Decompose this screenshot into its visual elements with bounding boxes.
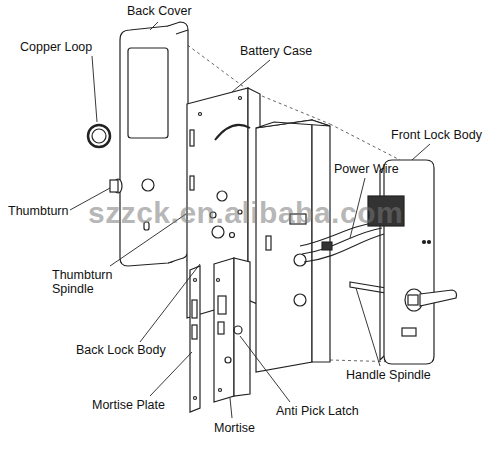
mortise: [214, 258, 250, 402]
copper-loop: [88, 125, 110, 147]
part-label: Handle Spindle: [346, 368, 431, 382]
part-label: Power Wire: [334, 162, 399, 176]
watermark: szzck.en.alibaba.com: [88, 196, 403, 231]
part-label: Mortise Plate: [92, 398, 165, 412]
back-cover: [120, 22, 188, 266]
part-label: Thumbturn: [8, 204, 68, 218]
part-label: Back Lock Body: [76, 343, 166, 357]
mortise-plate: [190, 266, 200, 412]
part-label: Thumbturn Spindle: [52, 268, 120, 297]
lock-body-block: [256, 120, 330, 372]
front-lock-body: [368, 160, 457, 364]
part-label: Copper Loop: [20, 40, 92, 54]
part-label: Anti Pick Latch: [276, 404, 359, 418]
part-label: Front Lock Body: [391, 128, 482, 142]
leader-lines: [70, 22, 430, 418]
part-label: Back Cover: [127, 4, 192, 18]
part-label: Battery Case: [240, 44, 312, 58]
thumbturn: [110, 179, 122, 193]
part-label: Mortise: [214, 421, 255, 435]
